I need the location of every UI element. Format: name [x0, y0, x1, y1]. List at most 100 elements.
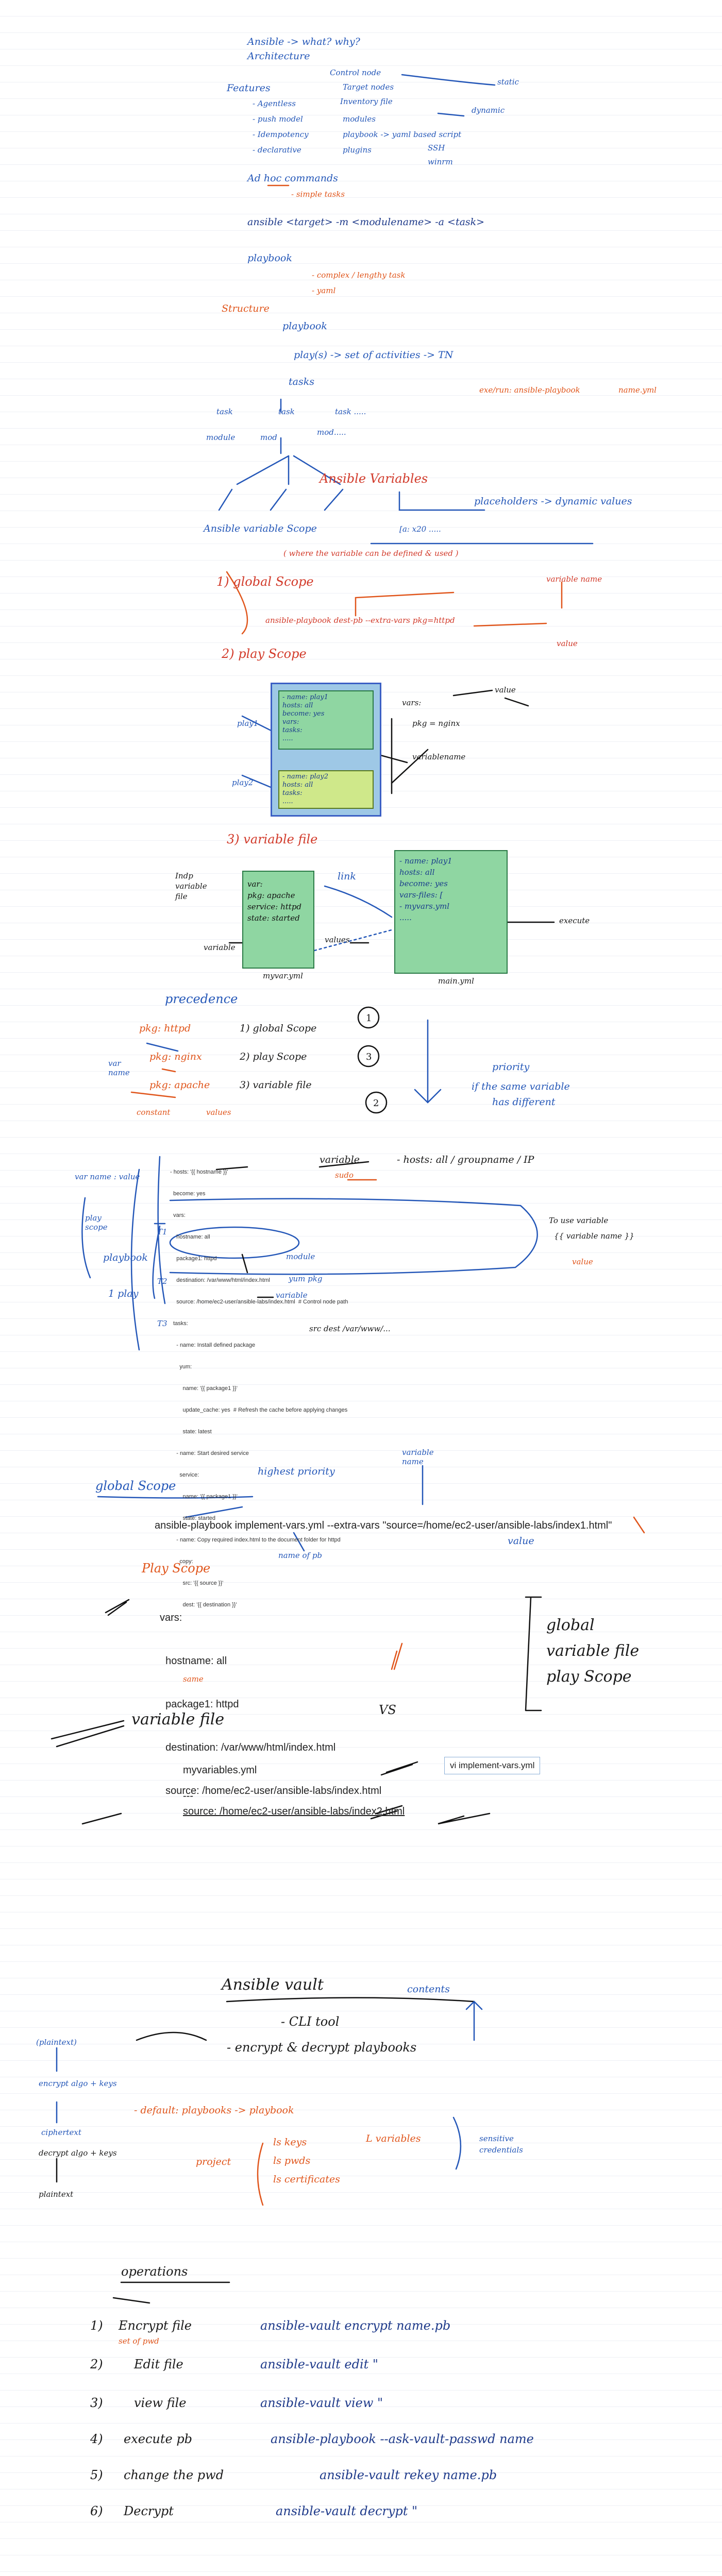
op-cmd: ansible-vault view " — [260, 2396, 383, 2410]
source2-line: source: /home/ec2-user/ansible-labs/inde… — [183, 1806, 405, 1817]
priority-note: has different — [492, 1096, 556, 1108]
var-name-value: var name : value — [75, 1172, 140, 1181]
default-label: - default: playbooks -> playbook — [134, 2105, 294, 2116]
variable-file-heading-2: variable file — [131, 1710, 225, 1728]
play1-label: play1 — [237, 719, 259, 728]
decrypt-algo-label: decrypt algo + keys — [39, 2148, 117, 2158]
svg-text:3: 3 — [366, 1052, 372, 1062]
variable-annotation: variable — [320, 1154, 360, 1165]
plaintext-label: (plaintext) — [36, 2038, 77, 2047]
variable-name-annotation: variable name — [402, 1448, 434, 1466]
plaintext2-label: plaintext — [39, 2190, 74, 2199]
constant-label: constant — [137, 1108, 171, 1117]
prec-item: 3) variable file — [240, 1079, 312, 1091]
prec-left-item: pkg: httpd — [139, 1023, 191, 1034]
inventory-file-label: Inventory file — [340, 97, 393, 106]
op-name: view file — [134, 2396, 187, 2410]
global-scope-heading-2: global Scope — [95, 1479, 176, 1493]
yaml-label: - yaml — [312, 286, 336, 295]
extra-vars-command: ansible-playbook implement-vars.yml --ex… — [155, 1520, 612, 1531]
variable-name-label: variable name — [546, 574, 602, 584]
op-num: 1) — [90, 2318, 103, 2333]
scope-label: Ansible variable Scope — [204, 523, 317, 534]
task-tag-t1: T1 — [157, 1227, 167, 1236]
play-scope-heading: 2) play Scope — [222, 647, 307, 661]
playbook-tag: playbook — [103, 1252, 148, 1263]
value-annotation-2: value — [508, 1535, 534, 1547]
svg-text:1: 1 — [366, 1013, 372, 1024]
op-name: Edit file — [134, 2357, 183, 2371]
variable-annotation-2: variable — [276, 1291, 308, 1300]
bracket-list: global variable file play Scope — [546, 1616, 640, 1686]
structure-playbook: playbook — [282, 320, 327, 332]
same-label: same — [183, 1674, 204, 1684]
pkg-nginx-note: pkg = nginx — [412, 719, 460, 728]
scope-example: [a: x20 ..... — [399, 524, 441, 534]
structure-label: Structure — [222, 303, 270, 314]
value-annotation: value — [572, 1257, 593, 1266]
src-dest-annotation: src dest /var/www/... — [309, 1324, 391, 1333]
main-yml-label: main.yml — [438, 976, 474, 986]
variable-file-heading: 3) variable file — [227, 832, 318, 846]
op-num: 5) — [90, 2468, 103, 2482]
priority-label: priority — [492, 1061, 530, 1073]
vi-command-button[interactable]: vi implement-vars.yml — [444, 1757, 541, 1774]
var-name-label: var name — [108, 1059, 130, 1077]
feature-item: - declarative — [253, 145, 301, 155]
features-label: Features — [227, 82, 271, 94]
task-leaf: task — [216, 407, 233, 416]
target-nodes-label: Target nodes — [343, 82, 394, 92]
project-label: project — [196, 2156, 231, 2167]
sensitive-label: sensitive credentials — [479, 2134, 523, 2155]
play1-box — [278, 690, 374, 750]
module-leaf: mod..... — [317, 428, 346, 437]
vars-block: vars: hostname: all package1: httpd dest… — [160, 1612, 382, 1797]
playbook-code: - hosts: '{{ hostname }}' become: yes va… — [170, 1169, 348, 1608]
op-cmd: ansible-vault decrypt " — [276, 2504, 418, 2518]
task-leaf: task ..... — [335, 407, 366, 416]
feature-item: - Agentless — [253, 99, 296, 108]
op-num: 4) — [90, 2432, 103, 2446]
hosts-annotation: - hosts: all / groupname / IP — [397, 1154, 534, 1165]
play-scope-heading-2: Play Scope — [142, 1561, 211, 1575]
execute-label: execute — [559, 916, 590, 925]
cli-tool-label: - CLI tool — [281, 2014, 340, 2029]
ssh-label: SSH — [428, 143, 445, 152]
static-label: static — [497, 77, 519, 87]
module-annotation: module — [286, 1252, 315, 1261]
op-num: 6) — [90, 2504, 103, 2518]
myvar-box-text: var: pkg: apache service: httpd state: s… — [247, 879, 302, 923]
adhoc-label: Ad hoc commands — [247, 173, 338, 184]
module-leaf: module — [206, 433, 236, 442]
priority-note: if the same variable — [472, 1081, 570, 1092]
task-tag-t2: T2 — [157, 1277, 167, 1286]
use-var-title: To use variable — [549, 1216, 609, 1225]
variable-label: variable — [204, 943, 236, 952]
yum-pkg-annotation: yum pkg — [289, 1274, 323, 1283]
value-label: value — [557, 639, 578, 648]
project-items: ls keys ls pwds ls certificates — [273, 2137, 340, 2185]
indp-variable-file: Indp variable file — [175, 871, 207, 901]
playbook-yaml-label: playbook -> yaml based script — [343, 130, 462, 139]
myvariables-file: myvariables.yml — [183, 1765, 257, 1776]
main-box — [394, 850, 508, 974]
prec-left-item: pkg: nginx — [149, 1051, 202, 1062]
name-of-pb-label: name of pb — [278, 1551, 323, 1560]
op-name: change the pwd — [124, 2468, 224, 2482]
prec-item: 2) play Scope — [240, 1051, 307, 1062]
op-cmd: ansible-playbook --ask-vault-passwd name — [271, 2432, 534, 2446]
global-scope-heading: 1) global Scope — [216, 574, 314, 589]
svg-text:2: 2 — [373, 1098, 379, 1109]
vault-title: Ansible vault — [222, 1976, 324, 1994]
op-cmd: ansible-vault edit " — [260, 2357, 378, 2371]
ciphertext-label: ciphertext — [41, 2128, 81, 2137]
control-node-label: Control node — [330, 68, 381, 77]
highest-priority-label: highest priority — [258, 1466, 335, 1477]
main-box-text: - name: play1 hosts: all become: yes var… — [399, 856, 452, 922]
values-label: values — [325, 935, 350, 944]
task-tag-t3: T3 — [157, 1319, 167, 1328]
vars-note: vars: — [402, 698, 422, 707]
set-of-pwd-label: set of pwd — [119, 2336, 159, 2346]
op-cmd: ansible-vault rekey name.pb — [320, 2468, 497, 2482]
